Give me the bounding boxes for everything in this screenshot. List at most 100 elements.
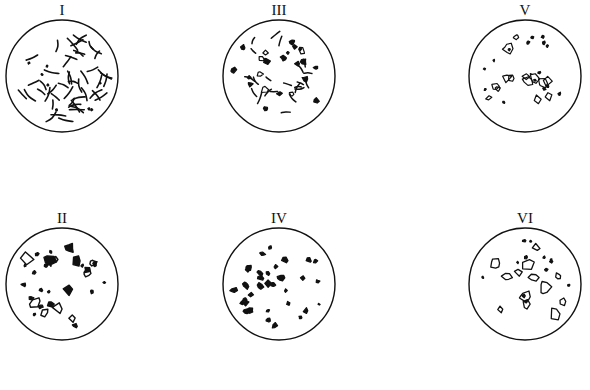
particle <box>26 55 37 60</box>
panel-numeral: III <box>269 2 290 18</box>
field-of-view-circle <box>222 227 336 341</box>
particle <box>532 243 540 250</box>
panel-label-row: V <box>468 2 582 18</box>
particle <box>51 94 59 100</box>
particle <box>527 41 530 44</box>
particle <box>263 107 267 111</box>
specimen-panel: III <box>222 2 336 133</box>
particle <box>266 77 271 81</box>
particle <box>48 85 56 94</box>
particle <box>514 269 522 276</box>
particle <box>258 93 262 103</box>
particle <box>484 89 486 91</box>
particle <box>302 76 308 82</box>
field-of-view-circle <box>5 227 119 341</box>
particle <box>314 98 320 103</box>
particle <box>64 87 73 99</box>
field-of-view-circle <box>468 227 582 341</box>
particle <box>243 298 247 302</box>
particle <box>73 97 85 100</box>
particle <box>543 76 552 86</box>
particle <box>534 95 541 104</box>
particle <box>59 118 73 122</box>
particle <box>304 72 312 74</box>
particle <box>73 35 86 42</box>
particle <box>98 70 111 78</box>
particle <box>72 323 77 327</box>
specimen-panel: I <box>5 2 119 133</box>
particle <box>523 260 535 270</box>
particle <box>282 257 288 263</box>
panel-numeral: I <box>57 2 68 18</box>
particle <box>70 106 83 112</box>
particle <box>260 252 266 255</box>
particle <box>509 75 514 81</box>
particle <box>69 315 75 322</box>
particle <box>271 31 280 38</box>
particle <box>266 272 270 276</box>
particle <box>95 51 100 58</box>
particle <box>252 89 257 97</box>
particle <box>81 88 87 101</box>
particle <box>293 45 297 49</box>
field-of-view-circle <box>222 19 336 133</box>
particle <box>68 72 69 84</box>
particle <box>265 280 272 287</box>
particle <box>33 313 35 316</box>
particle <box>51 115 66 116</box>
particle <box>44 70 58 74</box>
circle-outline <box>6 20 118 132</box>
particle <box>530 74 539 84</box>
particle <box>270 91 278 93</box>
particle <box>502 43 513 54</box>
particle <box>63 57 71 67</box>
particle <box>81 71 88 84</box>
particle <box>24 264 26 267</box>
specimen-panel: IV <box>222 210 336 341</box>
particle <box>257 283 264 290</box>
particle <box>503 75 512 83</box>
particle <box>63 285 72 295</box>
particle <box>52 100 54 109</box>
particle <box>73 256 80 266</box>
particle <box>251 49 255 53</box>
particle <box>35 253 39 256</box>
particle <box>551 308 560 320</box>
particle <box>513 35 518 40</box>
particle <box>245 266 250 273</box>
circle-outline <box>223 20 335 132</box>
particle <box>503 101 505 103</box>
particle <box>32 271 36 274</box>
particle <box>286 52 289 55</box>
particle <box>99 82 101 84</box>
particle <box>483 68 485 70</box>
particle <box>65 243 73 252</box>
particle <box>266 318 270 322</box>
particle <box>538 79 547 88</box>
particle <box>534 79 537 81</box>
particle <box>266 310 269 312</box>
particle <box>299 47 304 54</box>
particle <box>492 84 499 90</box>
specimen-panel: VI <box>468 210 582 341</box>
particle <box>46 112 56 122</box>
particle <box>501 274 512 280</box>
particle <box>53 256 58 261</box>
particle <box>40 81 46 90</box>
particle <box>550 260 553 263</box>
particle <box>88 108 90 110</box>
particle <box>56 40 58 51</box>
particle <box>231 67 237 73</box>
particle <box>50 264 51 266</box>
particle <box>20 252 33 265</box>
particle <box>264 58 271 64</box>
particle <box>41 74 43 76</box>
particle <box>92 91 100 100</box>
particle <box>274 265 278 269</box>
particle <box>81 264 84 267</box>
particle <box>517 261 519 263</box>
particle <box>104 74 107 86</box>
circle-outline <box>223 228 335 340</box>
particle <box>545 268 548 271</box>
particle <box>531 36 534 38</box>
